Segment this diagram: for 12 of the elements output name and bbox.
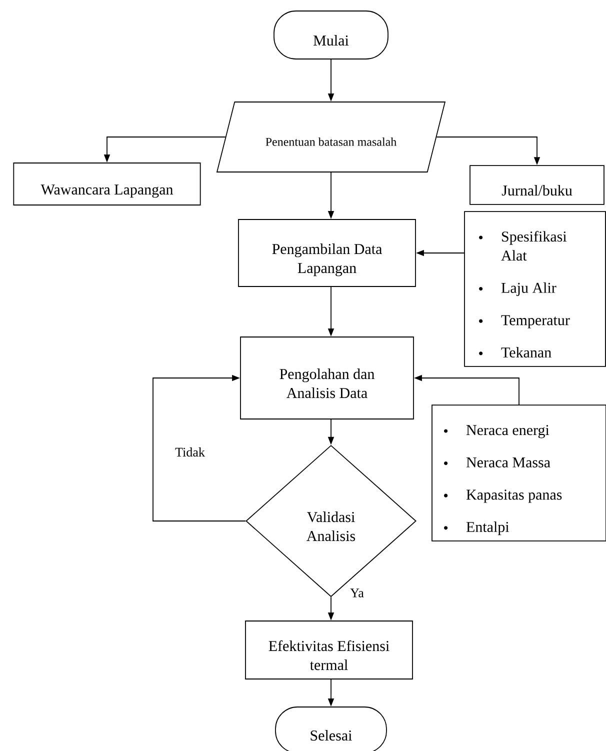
end-terminal: Selesai <box>275 706 387 751</box>
bullet-list-box: Neraca energi Neraca Massa Kapasitas panas Entalpi <box>432 404 606 542</box>
process-box: Efektivitas Efisiensi termal <box>245 620 413 680</box>
start-terminal: Mulai <box>274 10 388 60</box>
bullet-list-box: Spesifikasi Alat Laju Alir Temperatur Tekanan <box>464 211 606 367</box>
arrow <box>152 374 246 522</box>
edge-label: Ya <box>349 588 365 598</box>
process-box: Pengolahan dan Analisis Data <box>240 336 414 420</box>
process-box: Pengambilan Data Lapangan <box>238 219 416 287</box>
process-box: Wawancara Lapangan <box>13 162 201 206</box>
edge-label: Tidak <box>174 446 206 458</box>
process-box: Jurnal/buku <box>470 165 604 205</box>
